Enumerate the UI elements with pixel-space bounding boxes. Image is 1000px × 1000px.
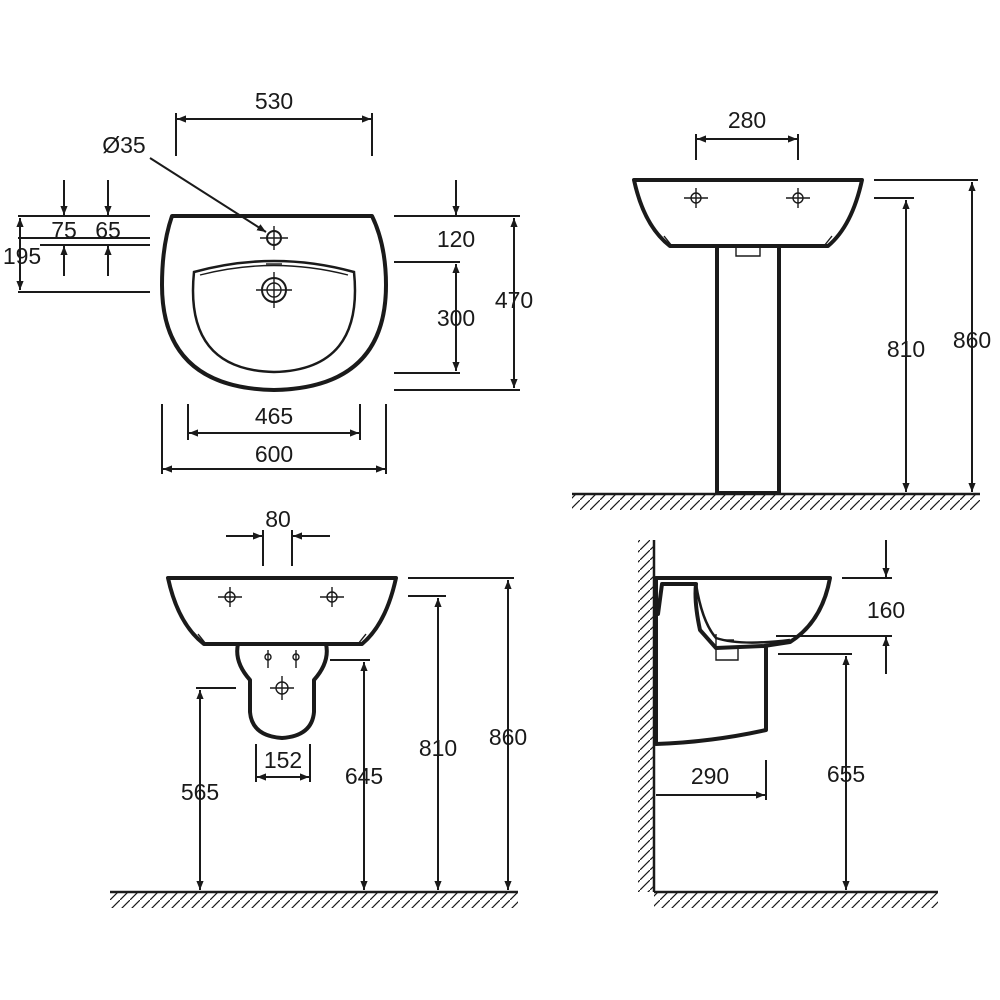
dim-label-810-semi: 810 (419, 735, 457, 761)
pedestal-front-view: 280 810 860 (572, 107, 991, 510)
dim-label-80: 80 (265, 506, 291, 532)
pedestal-basin-outline (632, 178, 864, 248)
top-bowl-rim-inner (199, 264, 349, 276)
floor-hatch-semi-front (110, 892, 518, 908)
dim-label-860-pedestal: 860 (953, 327, 991, 353)
dim-label-75: 75 (51, 217, 77, 243)
semi-basin-outline (166, 576, 398, 646)
dim-label-160: 160 (867, 597, 905, 623)
tap-hole-left-symbol (684, 188, 708, 208)
dim-label-152: 152 (264, 747, 302, 773)
dim-label-600: 600 (255, 441, 293, 467)
dim-label-465: 465 (255, 403, 293, 429)
leader-diameter-35 (149, 157, 267, 233)
dim-label-810-pedestal: 810 (887, 336, 925, 362)
side-basin-outline (654, 576, 832, 650)
dim-label-470: 470 (495, 287, 533, 313)
dim-label-530: 530 (255, 88, 293, 114)
top-bowl-outline (191, 259, 357, 374)
semi-tap-hole-left (218, 587, 242, 607)
floor-hatch-side (654, 892, 938, 908)
floor-hatch-pedestal (572, 494, 980, 510)
tap-hole-symbol (260, 226, 288, 250)
dim-label-300: 300 (437, 305, 475, 331)
dim-label-120: 120 (437, 226, 475, 252)
dim-label-65: 65 (95, 217, 121, 243)
dim-label-195: 195 (3, 243, 41, 269)
dim-label-290: 290 (691, 763, 729, 789)
dim-label-645: 645 (345, 763, 383, 789)
wall-hatch (638, 540, 654, 892)
dim-label-565: 565 (181, 779, 219, 805)
pedestal-column (715, 244, 781, 495)
dim-label-280: 280 (728, 107, 766, 133)
top-view: 530 Ø35 75 65 195 120 300 470 (3, 88, 533, 474)
semi-pedestal-front-view: 80 152 565 645 810 860 (110, 506, 527, 908)
semi-tap-hole-right (320, 587, 344, 607)
drain-symbol (256, 263, 292, 308)
top-basin-outline (160, 214, 388, 392)
dim-label-diameter-35: Ø35 (102, 132, 145, 158)
tap-hole-right-symbol (786, 188, 810, 208)
dim-label-655: 655 (827, 761, 865, 787)
semi-pedestal-fixings (264, 650, 300, 700)
semi-pedestal-shroud (235, 642, 329, 740)
semi-pedestal-side-view: 160 290 655 (638, 540, 938, 908)
dim-label-860-semi: 860 (489, 724, 527, 750)
side-shroud-outline (654, 614, 768, 746)
